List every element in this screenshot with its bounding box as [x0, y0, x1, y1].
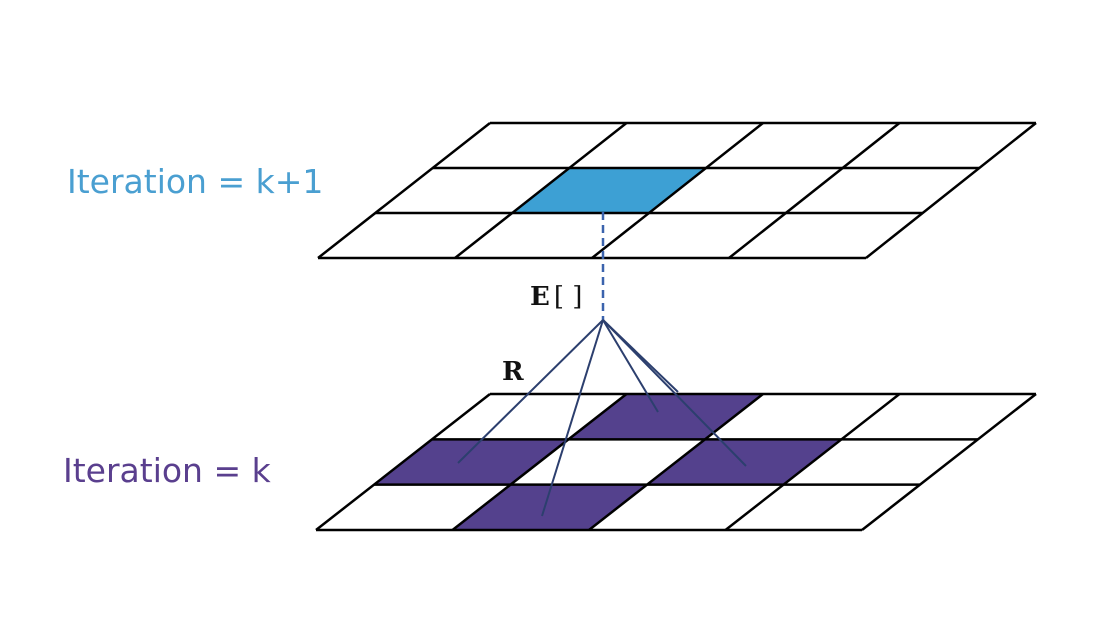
relation-operator-label: R — [502, 357, 524, 387]
relation-line — [541, 319, 604, 517]
relation-line — [457, 319, 604, 464]
lower-grid-col-line — [451, 393, 628, 531]
iteration-upper-label: Iteration = k+1 — [67, 162, 323, 201]
upper-grid-col-line — [454, 122, 628, 259]
lower-grid-highlight-cells — [374, 394, 842, 530]
relation-line — [602, 319, 679, 393]
upper-grid-col-line — [865, 122, 1037, 259]
lower-grid — [315, 392, 1037, 532]
relation-line — [602, 319, 659, 413]
upper-grid — [317, 121, 1037, 260]
upper-highlight-cell — [512, 168, 706, 213]
expectation-brackets: [ ] — [554, 282, 583, 312]
expectation-operator-label: E [ ] — [530, 282, 582, 312]
upper-grid-col-line — [591, 122, 764, 259]
relation-lines — [457, 319, 747, 517]
lower-highlight-cell — [568, 394, 763, 440]
expectation-symbol: E — [530, 282, 550, 312]
upper-grid-col-line — [317, 122, 491, 259]
lower-grid-col-line — [588, 393, 764, 531]
lower-grid-col-line — [315, 393, 491, 531]
lower-highlight-cell — [374, 439, 569, 485]
upper-grid-col-line — [728, 122, 901, 259]
lower-grid-col-line — [861, 393, 1037, 531]
lower-grid-col-line — [724, 393, 901, 531]
lower-highlight-cell — [647, 439, 842, 485]
lower-highlight-cell — [452, 484, 647, 530]
upper-grid-highlight-cells — [512, 168, 706, 213]
iteration-lower-label: Iteration = k — [63, 451, 272, 490]
relation-line — [602, 319, 747, 467]
